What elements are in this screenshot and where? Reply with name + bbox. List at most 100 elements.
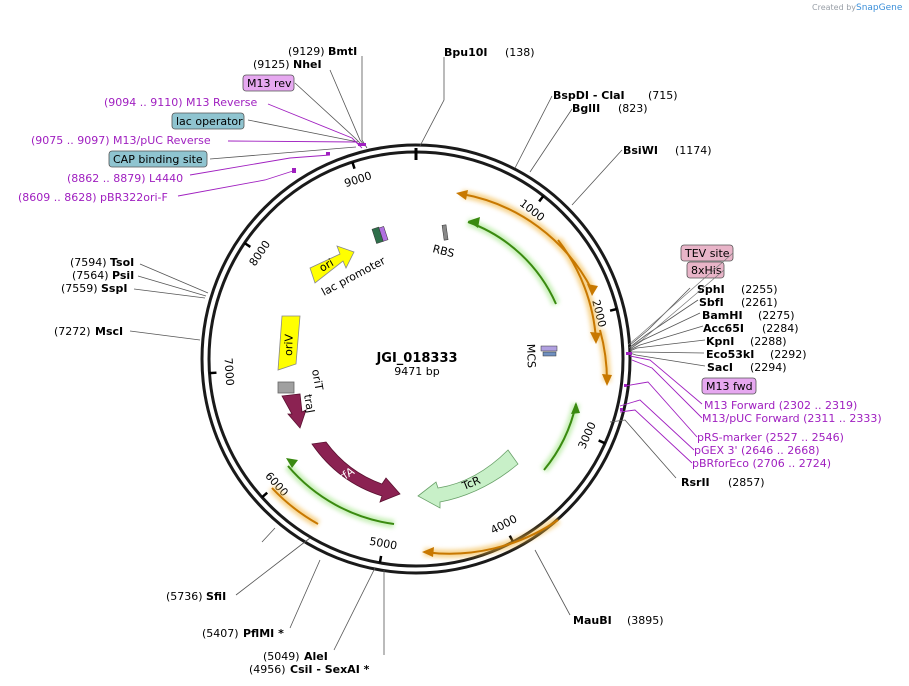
svg-text:(2255): (2255)	[741, 283, 778, 296]
tick-mark	[351, 161, 356, 170]
tick-label: 7000	[221, 357, 236, 386]
feature-TcR: TcR	[417, 449, 519, 509]
tick-mark	[609, 307, 618, 312]
svg-text:MscI: MscI	[95, 325, 123, 338]
site-acc65i: Acc65I (2284)	[703, 322, 799, 335]
svg-text:8xHis: 8xHis	[691, 264, 722, 277]
site-sspi: (7559) SspI	[61, 282, 127, 295]
svg-text:RBS: RBS	[431, 242, 455, 260]
watermark-brand: SnapGene	[856, 3, 903, 13]
primer-marks	[292, 143, 632, 411]
site-pflmi: (5407) PflMI *	[202, 627, 284, 640]
site-sfii: (5736) SfiI	[166, 590, 226, 603]
svg-text:(7594): (7594)	[70, 256, 107, 269]
mcs-mark: MCS	[524, 344, 558, 369]
tick-label: 3000	[576, 420, 599, 451]
svg-text:SacI: SacI	[707, 361, 733, 374]
tick-mark	[243, 241, 252, 248]
svg-text:AleI: AleI	[304, 650, 328, 663]
primer-l4440: (8862 .. 8879) L4440	[67, 172, 183, 185]
svg-text:oriT: oriT	[309, 368, 326, 391]
backbone-outer	[200, 143, 632, 575]
tick-label: 8000	[247, 238, 273, 268]
svg-text:BmtI: BmtI	[328, 45, 357, 58]
svg-text:RsrII: RsrII	[681, 476, 710, 489]
site-kpni: KpnI (2288)	[706, 335, 787, 348]
tick-label: 9000	[343, 169, 374, 190]
plasmid-name: JGI_018333	[375, 351, 457, 366]
svg-text:MauBI: MauBI	[573, 614, 612, 627]
svg-text:(1174): (1174)	[675, 144, 712, 157]
site-nhei: (9125) NheI	[253, 58, 322, 71]
svg-text:(715): (715)	[648, 89, 678, 102]
primer-m13-forward: M13 Forward (2302 .. 2319)	[704, 399, 857, 412]
svg-text:(7564): (7564)	[72, 269, 109, 282]
svg-text:SspI: SspI	[101, 282, 127, 295]
svg-text:(2288): (2288)	[750, 335, 787, 348]
svg-text:(138): (138)	[505, 46, 535, 59]
orange-features	[269, 190, 612, 558]
svg-text:MCS: MCS	[524, 344, 538, 369]
svg-text:M13 rev: M13 rev	[247, 77, 292, 90]
svg-text:(9125): (9125)	[253, 58, 290, 71]
site-msci: (7272) MscI	[54, 325, 123, 338]
primer-m13-puc-reverse: (9075 .. 9097) M13/pUC Reverse	[31, 134, 211, 147]
box-tev-site: TEV site	[680, 244, 734, 262]
svg-text:(2857): (2857)	[728, 476, 765, 489]
svg-text:(9129): (9129)	[288, 45, 325, 58]
box-lac-operator: lac operator	[171, 112, 245, 130]
box-8xhis: 8xHis	[686, 261, 725, 279]
svg-text:BspDI - ClaI: BspDI - ClaI	[553, 89, 625, 102]
svg-text:PflMI *: PflMI *	[243, 627, 284, 640]
svg-text:Bpu10I: Bpu10I	[444, 46, 488, 59]
primer-m13-puc-forward: M13/pUC Forward (2311 .. 2333)	[702, 412, 882, 425]
primer-m13-reverse: (9094 .. 9110) M13 Reverse	[104, 96, 257, 109]
svg-text:lac operator: lac operator	[176, 115, 243, 128]
site-alei: (5049) AleI	[263, 650, 328, 663]
svg-text:SfiI: SfiI	[206, 590, 226, 603]
svg-text:(2275): (2275)	[758, 309, 795, 322]
site-tsoi: (7594) TsoI	[70, 256, 134, 269]
svg-text:SphI: SphI	[697, 283, 725, 296]
site-bamhi: BamHI (2275)	[702, 309, 795, 322]
svg-text:SbfI: SbfI	[699, 296, 724, 309]
leader-lines	[129, 56, 706, 655]
watermark-prefix: Created by	[812, 3, 856, 12]
svg-text:KpnI: KpnI	[706, 335, 734, 348]
svg-text:(5736): (5736)	[166, 590, 203, 603]
feature-traJ: traJ	[281, 393, 317, 429]
box-leader-lines	[627, 252, 734, 349]
site-bsiwi: BsiWI (1174)	[623, 144, 712, 157]
svg-text:(7559): (7559)	[61, 282, 98, 295]
svg-text:oriV: oriV	[282, 333, 296, 356]
svg-text:(4956): (4956)	[249, 663, 286, 676]
svg-text:CsiI - SexAI *: CsiI - SexAI *	[290, 663, 370, 676]
primer-prs-marker: pRS-marker (2527 .. 2546)	[697, 431, 844, 444]
tick-label: 5000	[368, 535, 398, 553]
site-rsrii: RsrII (2857)	[681, 476, 765, 489]
svg-text:Acc65I: Acc65I	[703, 322, 744, 335]
svg-text:(2284): (2284)	[762, 322, 799, 335]
feature-ori: ori	[309, 245, 355, 284]
tick-label: 4000	[488, 512, 519, 537]
site-maubi: MauBI (3895)	[573, 614, 664, 627]
box-cap-binding-site: CAP binding site	[108, 150, 208, 168]
box-m13-rev: M13 rev	[242, 74, 295, 92]
site-psii: (7564) PsiI	[72, 269, 134, 282]
feature-trfA: trfA	[311, 441, 401, 503]
svg-text:(2294): (2294)	[750, 361, 787, 374]
svg-text:BsiWI: BsiWI	[623, 144, 658, 157]
feature-oriT: oriT	[277, 368, 326, 394]
box-m13-fwd: M13 fwd	[701, 377, 757, 395]
svg-text:traJ: traJ	[301, 393, 317, 414]
svg-text:CAP binding site: CAP binding site	[113, 153, 203, 166]
svg-text:TsoI: TsoI	[110, 256, 134, 269]
svg-text:PsiI: PsiI	[112, 269, 134, 282]
svg-text:Eco53kI: Eco53kI	[706, 348, 754, 361]
svg-text:(7272): (7272)	[54, 325, 91, 338]
site-sphi: SphI (2255)	[697, 283, 778, 296]
svg-text:TEV site: TEV site	[684, 247, 730, 260]
primer-pgex-3: pGEX 3' (2646 .. 2668)	[694, 444, 820, 457]
svg-text:M13 fwd: M13 fwd	[706, 380, 753, 393]
